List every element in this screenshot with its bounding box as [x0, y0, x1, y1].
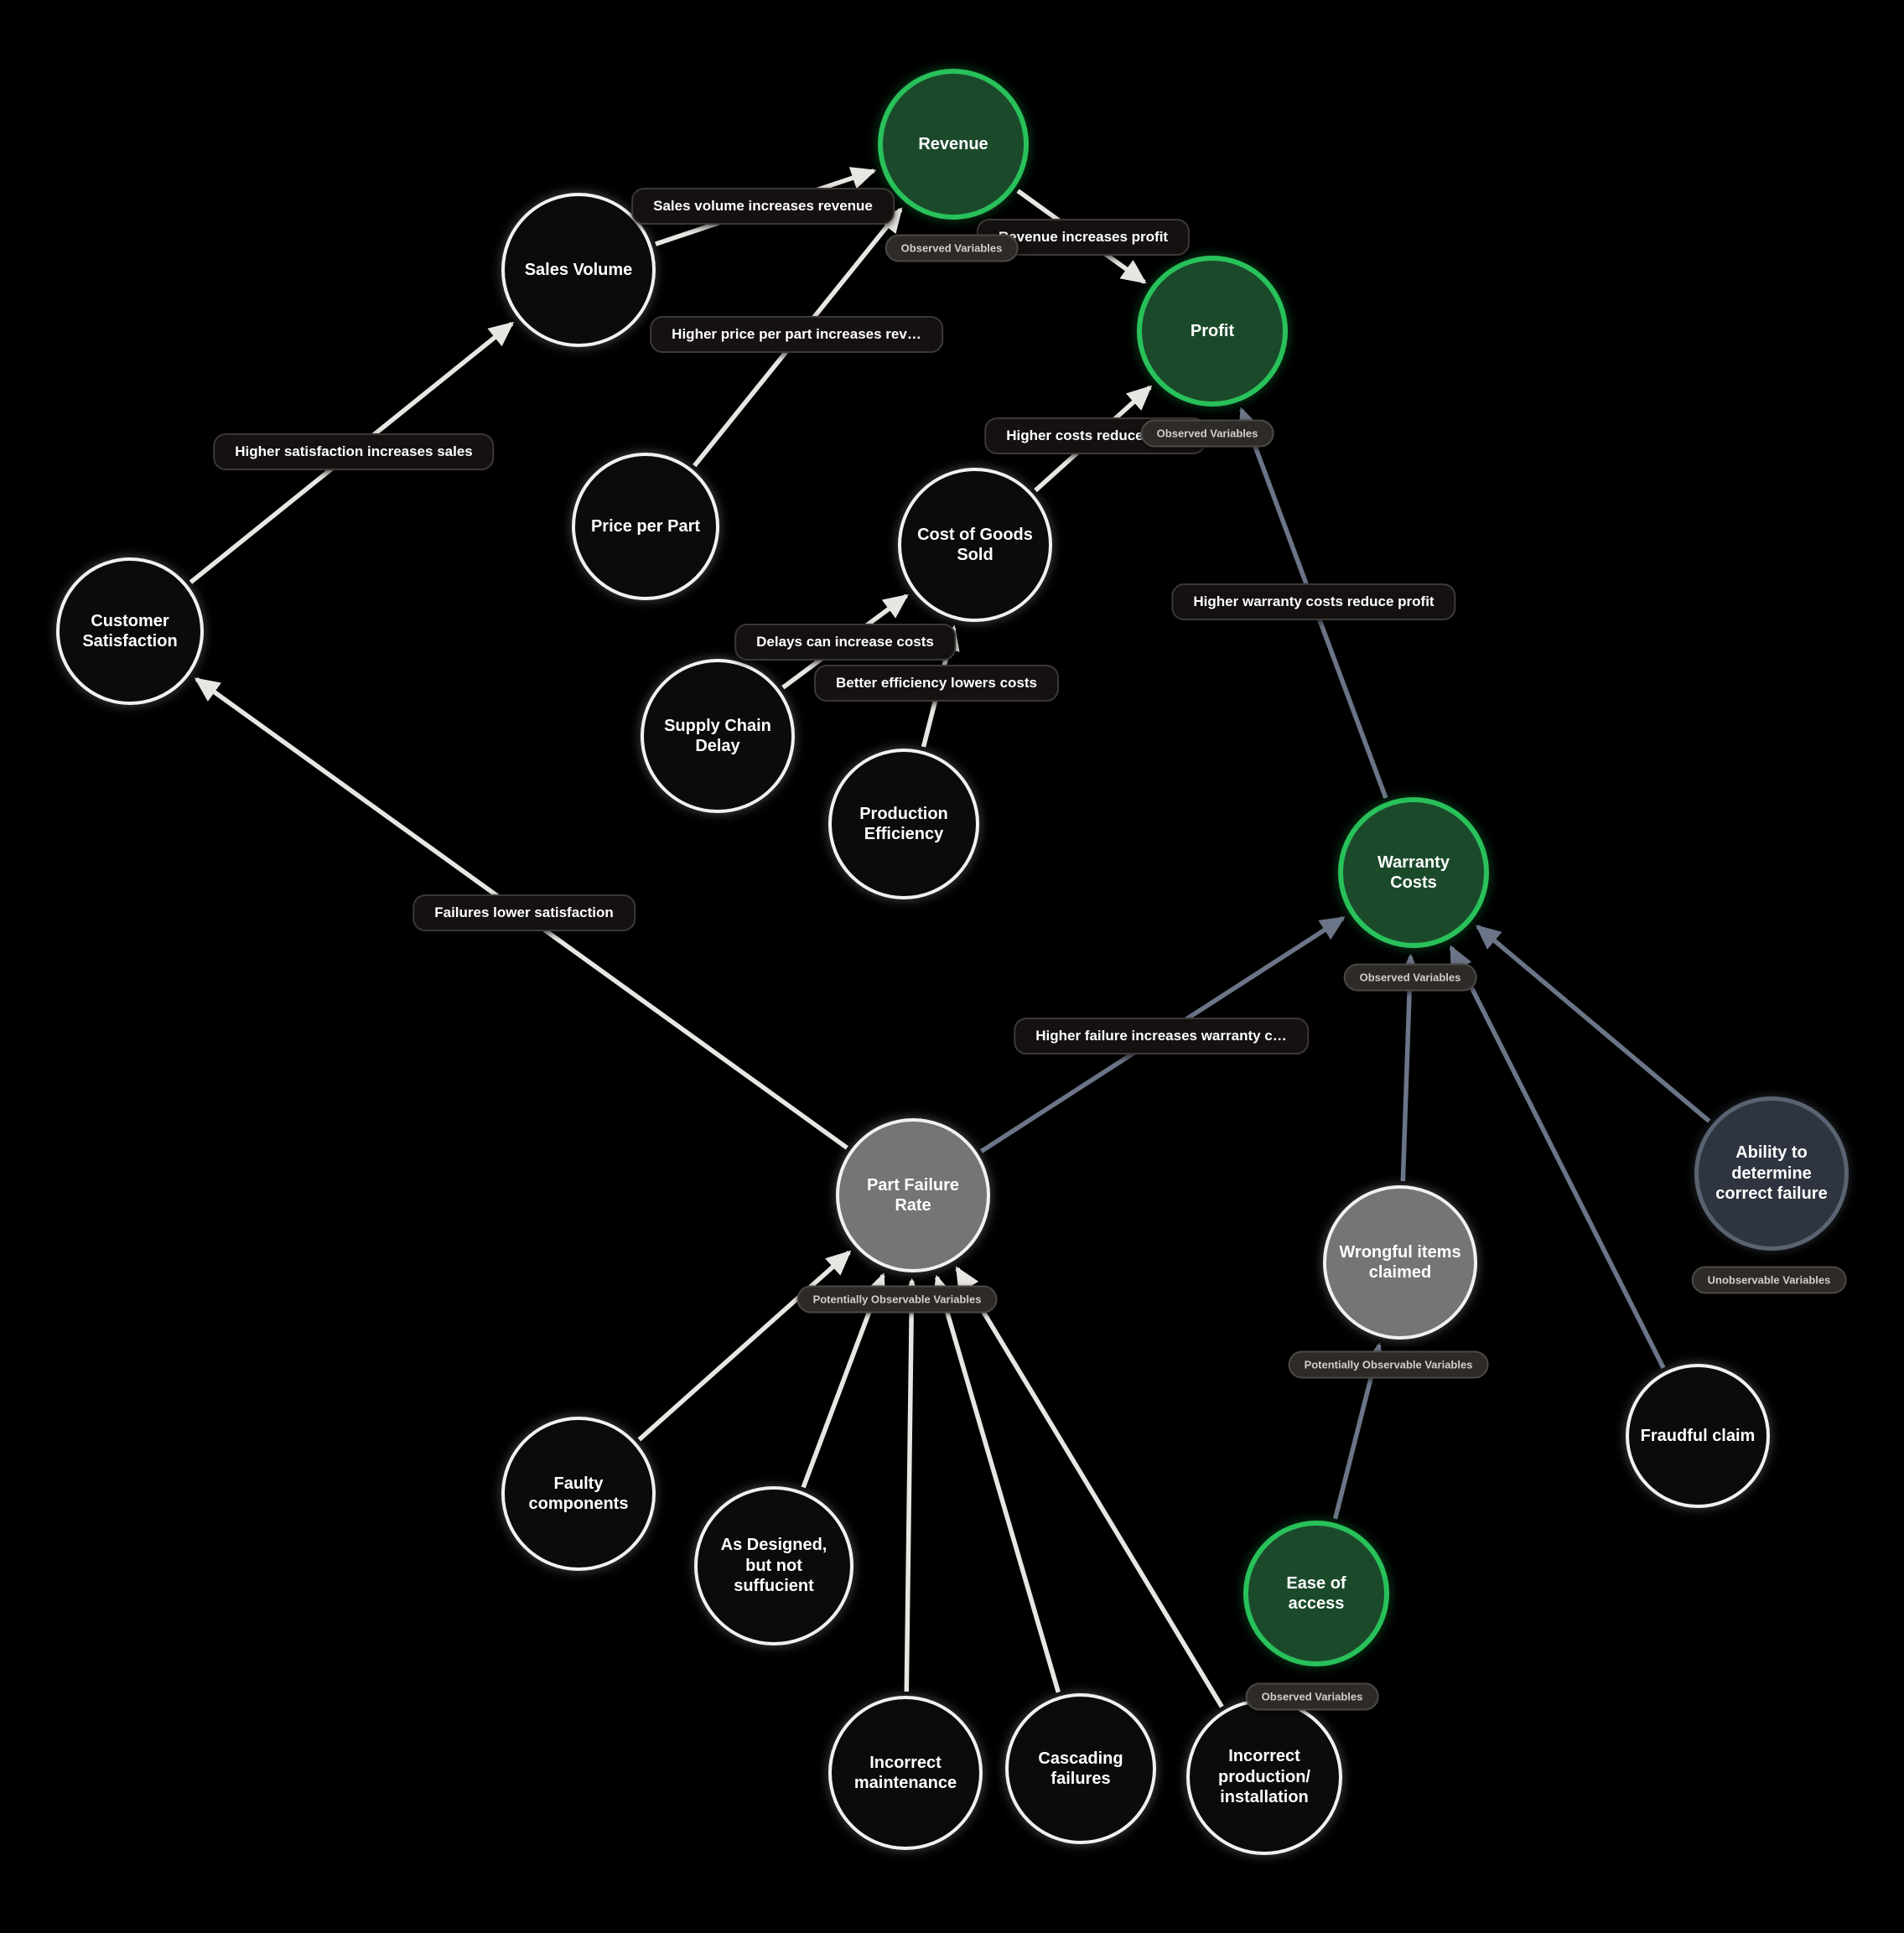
node-warranty-costs[interactable]: Warranty Costs: [1338, 797, 1489, 948]
edge-cascading-failures-to-part-failure-rate[interactable]: [931, 1274, 1061, 1693]
edge-ability-determine-correct-failure-to-warranty-costs[interactable]: [1476, 925, 1711, 1123]
node-customer-satisfaction[interactable]: Customer Satisfaction: [56, 557, 204, 705]
badge-ease-of-access: Observed Variables: [1245, 1682, 1379, 1711]
node-label: Incorrect production/ installation: [1218, 1747, 1310, 1807]
node-label: Supply Chain Delay: [664, 716, 771, 755]
node-label: Incorrect maintenance: [853, 1753, 957, 1792]
node-price-per-part[interactable]: Price per Part: [572, 453, 719, 600]
edge-label-supply-chain-delay-to-cost-of-goods-sold: Delays can increase costs: [734, 624, 956, 661]
node-label: Ease of access: [1286, 1573, 1346, 1613]
node-label: Production Efficiency: [859, 804, 948, 843]
node-wrongful-items-claimed[interactable]: Wrongful items claimed: [1323, 1185, 1477, 1340]
badge-revenue: Observed Variables: [885, 234, 1019, 262]
node-label: Cascading failures: [1038, 1749, 1123, 1788]
edge-label-part-failure-rate-to-customer-satisfaction: Failures lower satisfaction: [412, 894, 636, 931]
node-label: Ability to determine correct failure: [1715, 1143, 1828, 1204]
node-production-efficiency[interactable]: Production Efficiency: [828, 749, 979, 899]
badge-warranty-costs: Observed Variables: [1343, 963, 1477, 992]
edge-incorrect-maintenance-to-part-failure-rate[interactable]: [900, 1277, 924, 1692]
node-label: Sales Volume: [524, 260, 633, 279]
edge-wrongful-items-claimed-to-warranty-costs[interactable]: [1398, 953, 1422, 1182]
node-ease-of-access[interactable]: Ease of access: [1243, 1521, 1389, 1666]
edge-label-price-per-part-to-revenue: Higher price per part increases rev…: [650, 316, 943, 353]
node-label: Fraudful claim: [1640, 1426, 1756, 1445]
node-label: Warranty Costs: [1377, 852, 1450, 892]
node-label: As Designed, but not suffucient: [720, 1536, 827, 1596]
edge-faulty-components-to-part-failure-rate[interactable]: [637, 1250, 852, 1442]
node-as-designed[interactable]: As Designed, but not suffucient: [694, 1486, 853, 1645]
node-label: Cost of Goods Sold: [917, 525, 1033, 564]
node-cost-of-goods-sold[interactable]: Cost of Goods Sold: [898, 468, 1052, 622]
edge-label-part-failure-rate-to-warranty-costs: Higher failure increases warranty c…: [1014, 1018, 1309, 1055]
node-supply-chain-delay[interactable]: Supply Chain Delay: [641, 659, 795, 813]
node-label: Price per Part: [590, 516, 701, 536]
badge-profit: Observed Variables: [1140, 419, 1274, 448]
node-fraudful-claim[interactable]: Fraudful claim: [1626, 1364, 1770, 1508]
node-sales-volume[interactable]: Sales Volume: [501, 193, 656, 347]
edge-label-warranty-costs-to-profit: Higher warranty costs reduce profit: [1171, 583, 1456, 620]
node-profit[interactable]: Profit: [1137, 256, 1288, 407]
node-cascading-failures[interactable]: Cascading failures: [1005, 1693, 1156, 1844]
node-label: Part Failure Rate: [866, 1175, 960, 1215]
node-label: Faulty components: [528, 1474, 629, 1513]
edge-fraudful-claim-to-warranty-costs[interactable]: [1449, 945, 1666, 1369]
node-label: Revenue: [918, 134, 988, 153]
edge-incorrect-production-to-part-failure-rate[interactable]: [955, 1266, 1224, 1708]
edge-label-customer-satisfaction-to-sales-volume: Higher satisfaction increases sales: [213, 433, 495, 470]
node-label: Wrongful items claimed: [1339, 1242, 1461, 1282]
badge-part-failure-rate: Potentially Observable Variables: [796, 1285, 998, 1314]
node-revenue[interactable]: Revenue: [878, 69, 1029, 220]
node-part-failure-rate[interactable]: Part Failure Rate: [836, 1118, 990, 1272]
edge-label-production-efficiency-to-cost-of-goods-sold: Better efficiency lowers costs: [814, 665, 1059, 702]
node-label: Profit: [1190, 321, 1235, 340]
node-incorrect-production[interactable]: Incorrect production/ installation: [1186, 1699, 1342, 1855]
node-ability-determine-correct-failure[interactable]: Ability to determine correct failure: [1694, 1096, 1849, 1251]
node-faulty-components[interactable]: Faulty components: [501, 1417, 656, 1571]
badge-ability-determine-correct-failure: Unobservable Variables: [1691, 1266, 1847, 1294]
badge-wrongful-items-claimed: Potentially Observable Variables: [1288, 1350, 1489, 1379]
node-incorrect-maintenance[interactable]: Incorrect maintenance: [828, 1696, 983, 1850]
edge-label-sales-volume-to-revenue: Sales volume increases revenue: [631, 188, 895, 225]
node-label: Customer Satisfaction: [82, 611, 178, 650]
